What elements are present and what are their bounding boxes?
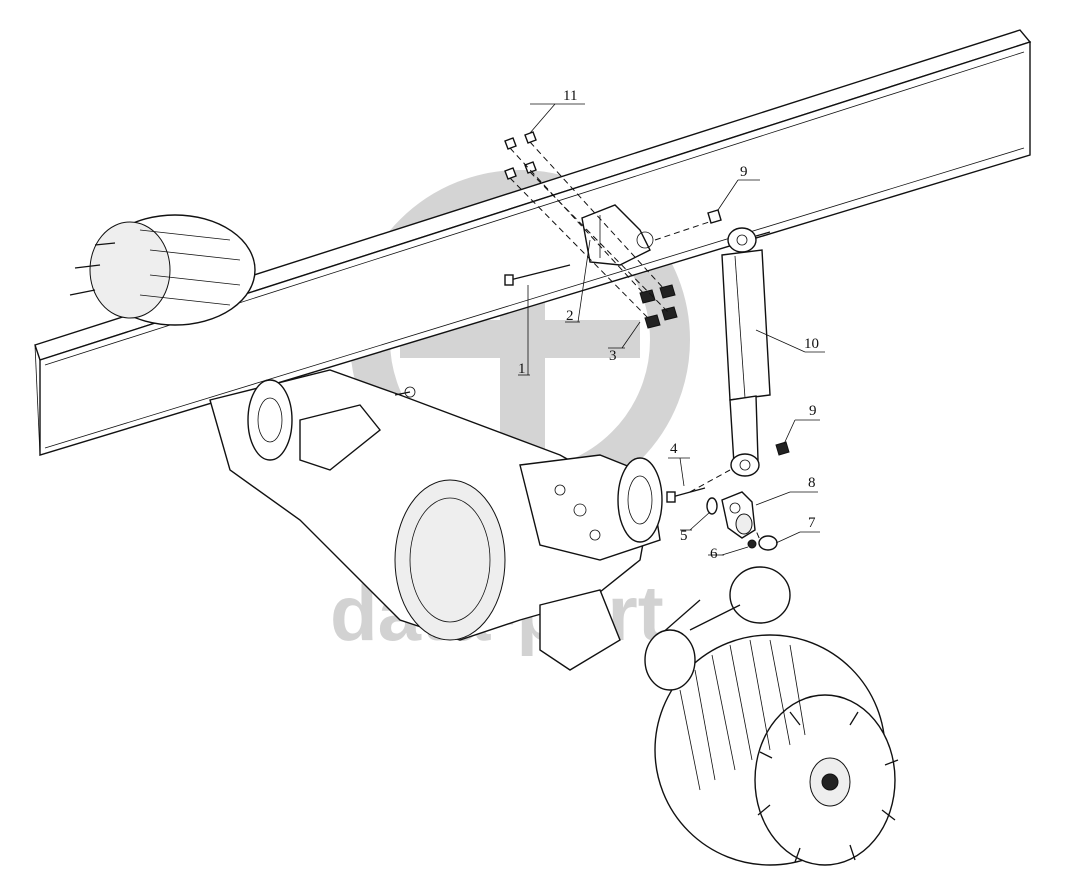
shock-absorber: [721, 227, 771, 477]
assembly-lines: [509, 141, 761, 541]
axle-housing: [209, 369, 651, 671]
callout-4: 4: [670, 441, 678, 457]
washer-5: [706, 497, 718, 515]
frame-rail: [34, 29, 1032, 456]
differential: [519, 454, 663, 561]
lower-bracket: [721, 491, 756, 539]
shock-bracket: [581, 204, 654, 266]
callouts: 11 9 10 2 3 1 9 4 5 8 6 7: [518, 88, 825, 562]
nut-9-top: [707, 209, 722, 224]
callout-9-bottom: 9: [809, 403, 817, 419]
callout-7: 7: [808, 515, 816, 531]
callout-1: 1: [518, 361, 526, 377]
lower-bolt: [666, 487, 706, 503]
near-brake-drum: [654, 634, 899, 866]
washer-7: [758, 535, 778, 551]
brake-chamber: [644, 566, 791, 691]
callout-10: 10: [804, 336, 819, 352]
callout-5: 5: [680, 528, 688, 544]
callout-8: 8: [808, 475, 816, 491]
callout-6: 6: [710, 546, 718, 562]
top-nuts: [504, 131, 537, 180]
callout-9-top: 9: [740, 164, 748, 180]
small-nut-6: [747, 539, 757, 549]
nut-9-bottom: [775, 441, 790, 456]
callout-2: 2: [566, 308, 574, 324]
callout-3: 3: [609, 348, 617, 364]
callout-11: 11: [563, 88, 577, 104]
far-brake-drum: [69, 214, 256, 326]
